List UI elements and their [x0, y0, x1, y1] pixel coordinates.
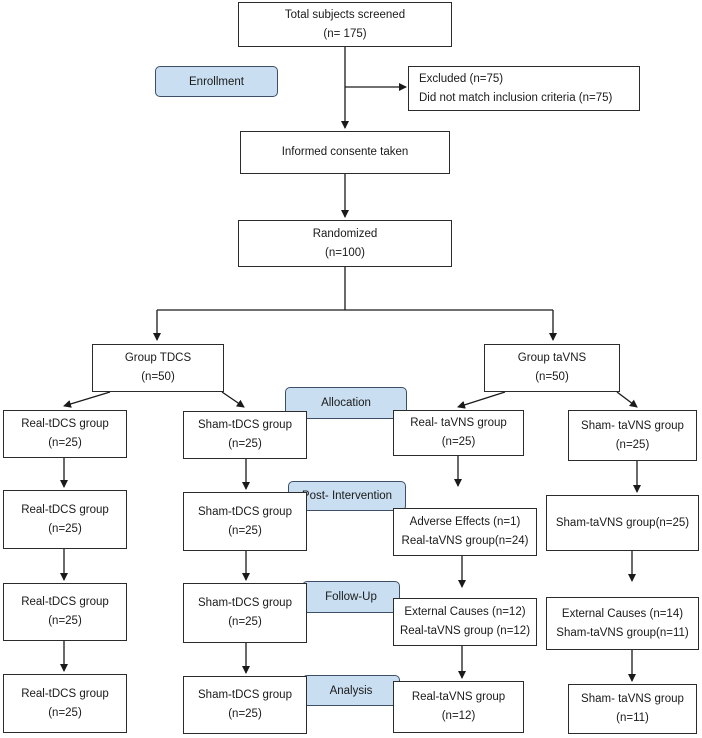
- real-tdcs-count-4: (n=25): [48, 706, 82, 719]
- sham-tdcs-label-3: Sham-tDCS group: [198, 597, 292, 609]
- screened-box: Total subjects screened (n= 175): [238, 2, 452, 47]
- real-tavns-count-4: (n=12): [441, 710, 476, 722]
- consent-label: Informed consente taken: [281, 146, 409, 158]
- sham-tavns-box-4: Sham- taVNS group (n=11): [568, 684, 697, 734]
- arrow-tdcs-to-real: [63, 391, 111, 408]
- sham-tdcs-box-4: Sham-tDCS group (n=25): [183, 676, 307, 734]
- sham-tavns-label-2: Sham-taVNS group(n=25): [555, 516, 690, 529]
- real-tdcs-box-1: Real-tDCS group (n=25): [3, 410, 127, 458]
- sham-tavns-count-3: Sham-taVNS group(n=11): [556, 626, 689, 639]
- real-tdcs-count-3: (n=25): [48, 615, 82, 627]
- sham-tdcs-count-2: (n=25): [228, 524, 262, 537]
- real-tdcs-box-4: Real-tDCS group (n=25): [3, 674, 127, 733]
- consent-box: Informed consente taken: [240, 131, 450, 174]
- excluded-label: Excluded (n=75): [419, 72, 504, 85]
- real-tavns-count-1: (n=25): [441, 436, 476, 448]
- sham-tdcs-box-1: Sham-tDCS group (n=25): [183, 411, 307, 459]
- sham-tdcs-box-3: Sham-tDCS group (n=25): [183, 583, 307, 643]
- group-tdcs-count: (n=50): [141, 371, 175, 383]
- randomized-count: (n=100): [325, 246, 365, 259]
- sham-tavns-label-1: Sham- taVNS group: [581, 419, 684, 432]
- group-tavns-count: (n=50): [535, 371, 569, 383]
- excluded-box: Excluded (n=75) Did not match inclusion …: [408, 66, 640, 111]
- stage-follow-up: Follow-Up: [302, 581, 400, 613]
- randomized-label: Randomized: [312, 227, 378, 240]
- real-tavns-box-2: Adverse Effects (n=1) Real-taVNS group(n…: [393, 508, 537, 556]
- sham-tdcs-count-1: (n=25): [228, 438, 262, 450]
- sham-tdcs-count-4: (n=25): [228, 708, 262, 720]
- stage-analysis: Analysis: [302, 675, 400, 706]
- arrow-tavns-to-real: [457, 391, 506, 409]
- sham-tavns-count-4: (n=11): [616, 712, 649, 724]
- sham-tavns-count-1: (n=25): [615, 438, 650, 451]
- real-tavns-count-2: Real-taVNS group(n=24): [401, 535, 529, 547]
- sham-tavns-box-2: Sham-taVNS group(n=25): [546, 495, 699, 551]
- real-tdcs-count-2: (n=25): [48, 522, 82, 535]
- randomized-box: Randomized (n=100): [238, 220, 452, 267]
- excluded-reason: Did not match inclusion criteria (n=75): [419, 91, 613, 104]
- sham-tdcs-label-2: Sham-tDCS group: [198, 505, 292, 518]
- real-tdcs-label-3: Real-tDCS group: [21, 596, 109, 608]
- stage-enrollment: Enrollment: [155, 66, 278, 97]
- real-tdcs-box-3: Real-tDCS group (n=25): [3, 583, 127, 641]
- external-causes-label-sham: External Causes (n=14): [561, 607, 684, 620]
- adverse-effects-label: Adverse Effects (n=1): [409, 516, 521, 528]
- sham-tavns-box-1: Sham- taVNS group (n=25): [568, 410, 697, 461]
- real-tdcs-label-2: Real-tDCS group: [21, 503, 109, 516]
- real-tavns-label-1: Real- taVNS group: [410, 417, 507, 429]
- real-tavns-box-1: Real- taVNS group (n=25): [393, 410, 524, 456]
- stage-allocation: Allocation: [285, 387, 407, 419]
- group-tavns-box: Group taVNS (n=50): [484, 344, 620, 392]
- stage-post-intervention: Post- Intervention: [288, 481, 406, 511]
- sham-tdcs-label-4: Sham-tDCS group: [198, 689, 292, 701]
- external-causes-label-real: External Causes (n=12): [404, 606, 526, 618]
- group-tdcs-label: Group TDCS: [124, 352, 192, 364]
- sham-tdcs-box-2: Sham-tDCS group (n=25): [183, 492, 307, 551]
- sham-tavns-label-4: Sham- taVNS group: [581, 693, 684, 705]
- real-tavns-count-3: Real-taVNS group (n=12): [399, 625, 531, 637]
- screened-count: (n= 175): [323, 27, 367, 40]
- real-tdcs-label-1: Real-tDCS group: [21, 418, 109, 430]
- real-tavns-box-3: External Causes (n=12) Real-taVNS group …: [393, 598, 537, 646]
- real-tavns-box-4: Real-taVNS group (n=12): [393, 681, 524, 733]
- sham-tavns-box-3: External Causes (n=14) Sham-taVNS group(…: [546, 597, 699, 650]
- arrow-tdcs-to-sham: [221, 391, 245, 408]
- real-tdcs-box-2: Real-tDCS group (n=25): [3, 490, 127, 549]
- sham-tdcs-count-3: (n=25): [228, 616, 262, 628]
- arrow-tavns-to-sham: [616, 391, 638, 408]
- group-tdcs-box: Group TDCS (n=50): [92, 344, 224, 392]
- real-tdcs-count-1: (n=25): [48, 437, 82, 449]
- real-tdcs-label-4: Real-tDCS group: [21, 687, 109, 700]
- real-tavns-label-4: Real-taVNS group: [411, 691, 506, 703]
- screened-label: Total subjects screened: [284, 8, 406, 21]
- group-tavns-label: Group taVNS: [517, 352, 587, 364]
- sham-tdcs-label-1: Sham-tDCS group: [198, 419, 292, 431]
